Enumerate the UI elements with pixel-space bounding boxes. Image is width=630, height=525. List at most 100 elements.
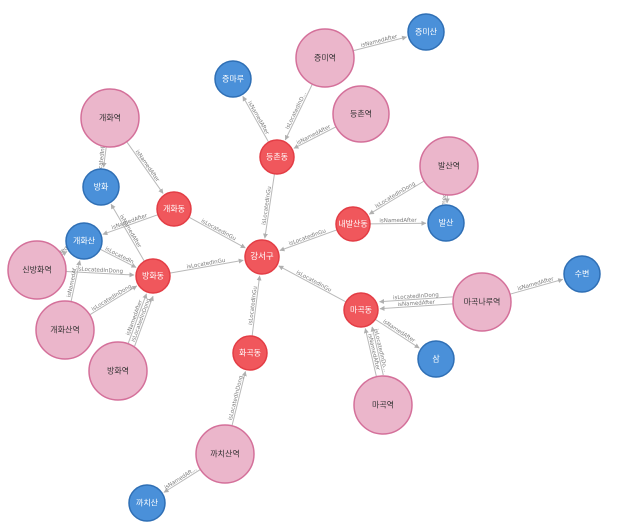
- origin-node-circle: [82, 168, 120, 206]
- edge-gaehwa-st-to-banghwa-o[interactable]: [101, 146, 107, 168]
- edge-magok-st-to-magok-dong[interactable]: [363, 328, 377, 377]
- node-label: 삼: [432, 354, 440, 364]
- edge-label: isLocatedInDong: [91, 284, 133, 313]
- station-node-circle: [452, 272, 512, 332]
- edge-gaehwasan-st-to-gaehwasan-o[interactable]: [70, 260, 82, 302]
- node-gangseo[interactable]: 강서구: [244, 239, 280, 275]
- edge-label: isLocatedInDong: [228, 375, 245, 421]
- node-label: 개화산: [73, 236, 96, 246]
- edge-hwagok-dong-to-gangseo[interactable]: [251, 275, 262, 337]
- node-hwagok-dong[interactable]: 화곡동: [232, 335, 268, 371]
- edge-magok-st-to-magok-dong[interactable]: [370, 326, 384, 376]
- node-label: 발산: [439, 218, 454, 228]
- node-magoknaru-st[interactable]: 마곡나루역: [452, 272, 512, 332]
- node-gaehwa-st[interactable]: 개화역: [80, 88, 140, 148]
- node-label: 마곡동: [350, 306, 372, 315]
- edge-magok-dong-to-sam[interactable]: [374, 318, 420, 349]
- edge-gaehwa-dong-to-gaehwasan-o[interactable]: [102, 214, 159, 236]
- edge-label: isLocatedInGu: [295, 270, 332, 294]
- node-label: 증미역: [314, 53, 336, 63]
- node-label: 방화역: [107, 366, 129, 376]
- node-sam[interactable]: 삼: [417, 340, 455, 378]
- edge-gaehwasan-o-to-banghwa-dong[interactable]: [99, 248, 137, 268]
- node-jeungmaru[interactable]: 증마루: [214, 60, 252, 98]
- node-banghwa-st[interactable]: 방화역: [88, 341, 148, 401]
- node-magok-st[interactable]: 마곡역: [353, 375, 413, 435]
- node-jeungmisan[interactable]: 증미산: [407, 13, 445, 51]
- edge-deungchon-dong-to-jeungmaru[interactable]: [242, 96, 270, 143]
- edge-naebalsan-dong-to-gangseo[interactable]: [279, 229, 338, 252]
- node-kkachisan-o[interactable]: 까치산: [128, 484, 166, 522]
- edge-deungchon-dong-to-gangseo[interactable]: [263, 173, 275, 239]
- edge-gaehwa-st-to-gaehwa-dong[interactable]: [126, 141, 164, 194]
- edge-label: isLocatedInDong: [374, 181, 416, 210]
- edge-magok-dong-to-gangseo[interactable]: [278, 265, 347, 303]
- node-label: 강서구: [250, 251, 274, 262]
- edge-banghwa-st-to-banghwa-dong[interactable]: [127, 293, 148, 344]
- node-label: 발산역: [438, 161, 460, 171]
- station-node-circle: [88, 341, 148, 401]
- edge-kkachisan-st-to-hwagok-dong[interactable]: [231, 371, 247, 426]
- edge-banghwa-dong-to-banghwa-o[interactable]: [110, 203, 145, 262]
- edge-banghwa-st-to-banghwa-dong[interactable]: [134, 295, 154, 347]
- edge-label: isNamedAf...: [66, 263, 79, 298]
- edge-jeungmi-st-to-jeungmisan[interactable]: [352, 35, 408, 52]
- gu-node-circle: [244, 239, 280, 275]
- edge-gaehwa-dong-to-gangseo[interactable]: [188, 216, 246, 249]
- node-label: 개화산역: [50, 325, 79, 335]
- node-balsan-o[interactable]: 발산: [427, 204, 465, 242]
- origin-node-circle: [427, 204, 465, 242]
- node-label: 마곡나루역: [464, 297, 501, 307]
- station-node-circle: [35, 300, 95, 360]
- node-label: 수변: [575, 269, 590, 279]
- node-label: 까치산: [136, 498, 159, 508]
- edge-magoknaru-st-to-magok-dong[interactable]: [379, 296, 453, 304]
- edge-label: isNamedAft...: [164, 466, 199, 491]
- station-node-circle: [80, 88, 140, 148]
- node-subyeon[interactable]: 수변: [563, 255, 601, 293]
- dong-node-circle: [135, 258, 171, 294]
- node-gaehwasan-o[interactable]: 개화산: [65, 222, 103, 260]
- origin-node-circle: [563, 255, 601, 293]
- node-banghwa-o[interactable]: 방화: [82, 168, 120, 206]
- node-label: 증미산: [415, 27, 438, 37]
- edge-magoknaru-st-to-subyeon[interactable]: [509, 278, 564, 295]
- edge-label: isNamedAfter: [246, 100, 270, 136]
- edge-label: isLocatedInDong: [97, 134, 109, 180]
- edge-jeungmi-st-to-deungchon-dong[interactable]: [284, 83, 313, 141]
- station-node-circle: [419, 136, 479, 196]
- node-naebalsan-dong[interactable]: 내발산동: [335, 206, 371, 242]
- edge-label: isNamedAfter: [134, 149, 161, 184]
- node-sinbanghwa-st[interactable]: 신방화역: [7, 240, 67, 300]
- station-node-circle: [332, 85, 390, 143]
- origin-node-circle: [65, 222, 103, 260]
- edge-balsan-st-to-naebalsan-dong[interactable]: [368, 180, 425, 215]
- edge-magoknaru-st-to-magok-dong[interactable]: [379, 303, 454, 311]
- node-deungchon-st[interactable]: 등촌역: [332, 85, 390, 143]
- station-node-circle: [353, 375, 413, 435]
- edge-naebalsan-dong-to-balsan-o[interactable]: [369, 220, 427, 226]
- node-jeungmi-st[interactable]: 증미역: [295, 28, 355, 88]
- node-label: 화곡동: [239, 349, 261, 358]
- dong-node-circle: [259, 139, 295, 175]
- edge-sinbanghwa-st-to-gaehwasan-o[interactable]: [61, 251, 68, 257]
- origin-node-circle: [407, 13, 445, 51]
- node-label: 증마루: [222, 75, 244, 84]
- edge-deungchon-st-to-deungchon-dong[interactable]: [293, 126, 337, 149]
- edge-gaehwasan-st-to-banghwa-dong[interactable]: [89, 285, 138, 316]
- edge-banghwa-dong-to-gangseo[interactable]: [169, 258, 244, 274]
- node-gaehwasan-st[interactable]: 개화산역: [35, 300, 95, 360]
- edge-kkachisan-st-to-kkachisan-o[interactable]: [163, 469, 201, 493]
- node-magok-dong[interactable]: 마곡동: [343, 292, 379, 328]
- node-banghwa-dong[interactable]: 방화동: [135, 258, 171, 294]
- dong-node-circle: [232, 335, 268, 371]
- origin-node-circle: [128, 484, 166, 522]
- node-deungchon-dong[interactable]: 등촌동: [259, 139, 295, 175]
- node-balsan-st[interactable]: 발산역: [419, 136, 479, 196]
- node-label: 까치산역: [210, 449, 239, 459]
- edge-label: isNamedAfter: [398, 300, 436, 309]
- node-gaehwa-dong[interactable]: 개화동: [156, 191, 192, 227]
- edge-label: isLocatedIn: [104, 246, 135, 266]
- station-node-circle: [7, 240, 67, 300]
- node-kkachisan-st[interactable]: 까치산역: [195, 424, 255, 484]
